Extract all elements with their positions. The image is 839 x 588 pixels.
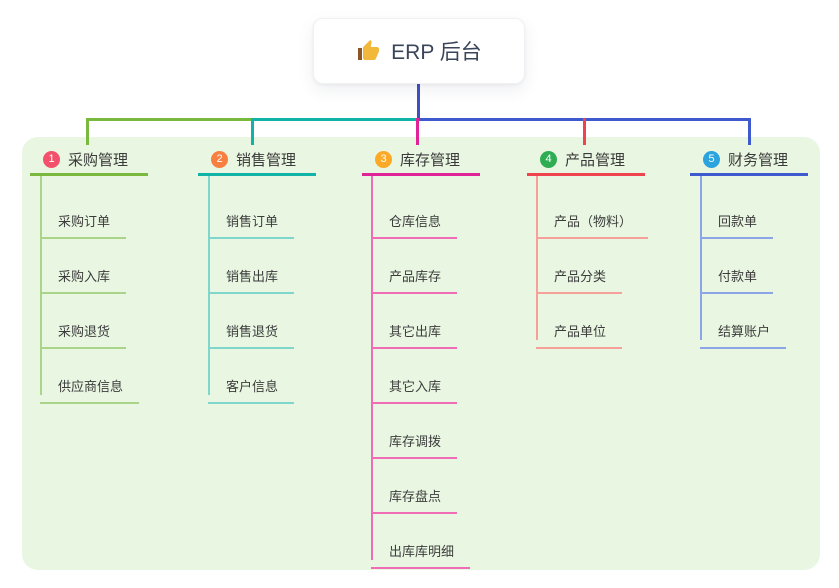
- connector-sales-drop: [251, 118, 254, 145]
- branch-purchase-title[interactable]: 1 采购管理: [30, 145, 148, 176]
- child-node[interactable]: 销售订单: [208, 198, 295, 239]
- branch-title-label: 销售管理: [236, 151, 297, 169]
- branch-title-label: 采购管理: [68, 151, 129, 169]
- child-node[interactable]: 采购退货: [40, 308, 127, 349]
- child-node[interactable]: 产品（物料）: [536, 198, 649, 239]
- branch-finance-title[interactable]: 5 财务管理: [690, 145, 808, 176]
- child-node[interactable]: 产品分类: [536, 253, 623, 294]
- child-node[interactable]: 销售退货: [208, 308, 295, 349]
- root-trunk-line: [417, 82, 420, 119]
- branch-number-badge: 2: [211, 150, 228, 168]
- branch-number-badge: 5: [703, 150, 720, 168]
- child-node[interactable]: 库存盘点: [371, 473, 458, 514]
- branch-sales-vline: [208, 176, 210, 395]
- child-node[interactable]: 采购订单: [40, 198, 127, 239]
- branch-inventory-title[interactable]: 3 库存管理: [362, 145, 480, 176]
- branch-product-vline: [536, 176, 538, 340]
- child-node[interactable]: 其它出库: [371, 308, 458, 349]
- branch-inventory-vline: [371, 176, 373, 560]
- branch-purchase-vline: [40, 176, 42, 395]
- connector-purchase-drop: [86, 118, 89, 145]
- child-node[interactable]: 采购入库: [40, 253, 127, 294]
- child-node[interactable]: 供应商信息: [40, 363, 140, 404]
- connector-finance-drop: [748, 118, 751, 145]
- child-node[interactable]: 付款单: [700, 253, 774, 294]
- child-node[interactable]: 回款单: [700, 198, 774, 239]
- branch-title-label: 产品管理: [565, 151, 626, 169]
- child-node[interactable]: 客户信息: [208, 363, 295, 404]
- root-node[interactable]: ERP 后台: [313, 18, 525, 84]
- branch-number-badge: 3: [375, 150, 392, 168]
- branch-number-badge: 1: [43, 150, 60, 168]
- child-node[interactable]: 出库库明细: [371, 528, 471, 569]
- child-node[interactable]: 结算账户: [700, 308, 787, 349]
- branch-number-badge: 4: [540, 150, 557, 168]
- branch-finance-vline: [700, 176, 702, 340]
- connector-sales-horizontal: [253, 118, 418, 121]
- child-node[interactable]: 产品库存: [371, 253, 458, 294]
- branch-title-label: 库存管理: [400, 151, 461, 169]
- connector-purchase-horizontal: [86, 118, 253, 121]
- connector-inventory-drop: [416, 118, 419, 145]
- child-node[interactable]: 其它入库: [371, 363, 458, 404]
- branches-panel: [22, 137, 820, 570]
- child-node[interactable]: 库存调拨: [371, 418, 458, 459]
- child-node[interactable]: 销售出库: [208, 253, 295, 294]
- thumbs-up-icon: [356, 39, 380, 63]
- child-node[interactable]: 仓库信息: [371, 198, 458, 239]
- root-label: ERP 后台: [391, 41, 482, 64]
- branch-title-label: 财务管理: [728, 151, 789, 169]
- connector-product-drop: [583, 118, 586, 145]
- child-node[interactable]: 产品单位: [536, 308, 623, 349]
- branch-product-title[interactable]: 4 产品管理: [527, 145, 645, 176]
- branch-sales-title[interactable]: 2 销售管理: [198, 145, 316, 176]
